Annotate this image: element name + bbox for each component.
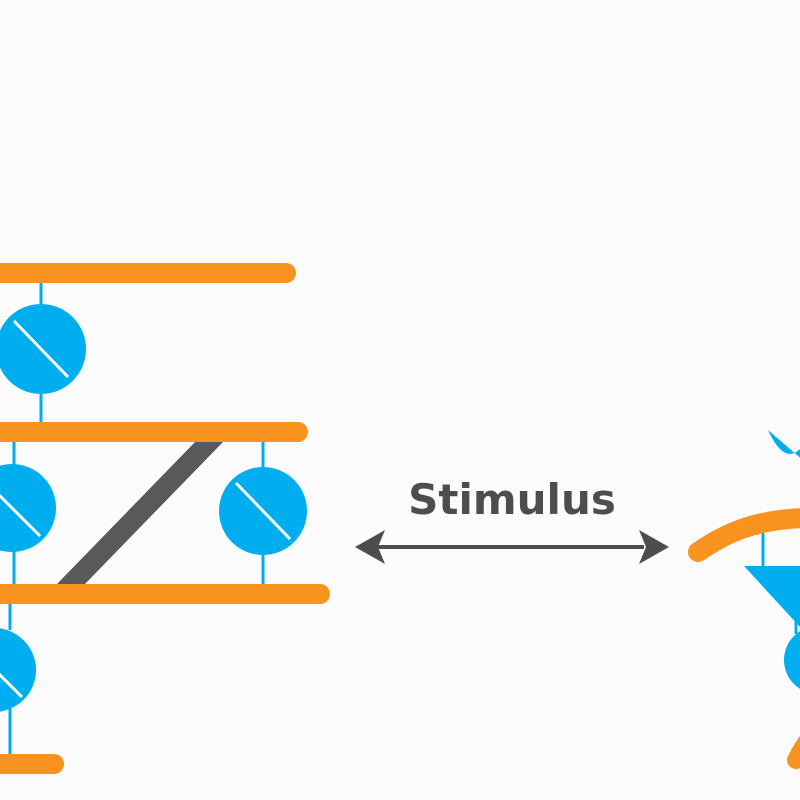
mesogen-disc-icon: [768, 430, 800, 458]
mesogen-disc-icon: [0, 628, 36, 712]
disordered-structure: [688, 430, 800, 769]
curved-rod: [688, 508, 800, 562]
mesogen-disc-icon: [219, 467, 307, 555]
mesogen-disc-icon: [0, 464, 56, 552]
rod-group: [0, 263, 330, 774]
stimulus-label: Stimulus: [408, 475, 616, 524]
mesogen-disc-icon: [784, 631, 800, 689]
curved-rod: [787, 735, 800, 769]
layer-rod: [0, 422, 308, 442]
layer-rod: [0, 754, 64, 774]
ordered-layered-structure: [0, 263, 330, 774]
mesogen-disc-icon: [0, 304, 86, 394]
mesogen-disc-icon: [744, 566, 800, 627]
double-headed-arrow-icon: [355, 530, 669, 564]
layer-rod: [0, 584, 330, 604]
disc-group: [0, 304, 307, 712]
layer-rod: [0, 263, 296, 283]
stimulus-indicator: Stimulus: [355, 475, 669, 564]
crosslink-bar: [57, 441, 224, 584]
